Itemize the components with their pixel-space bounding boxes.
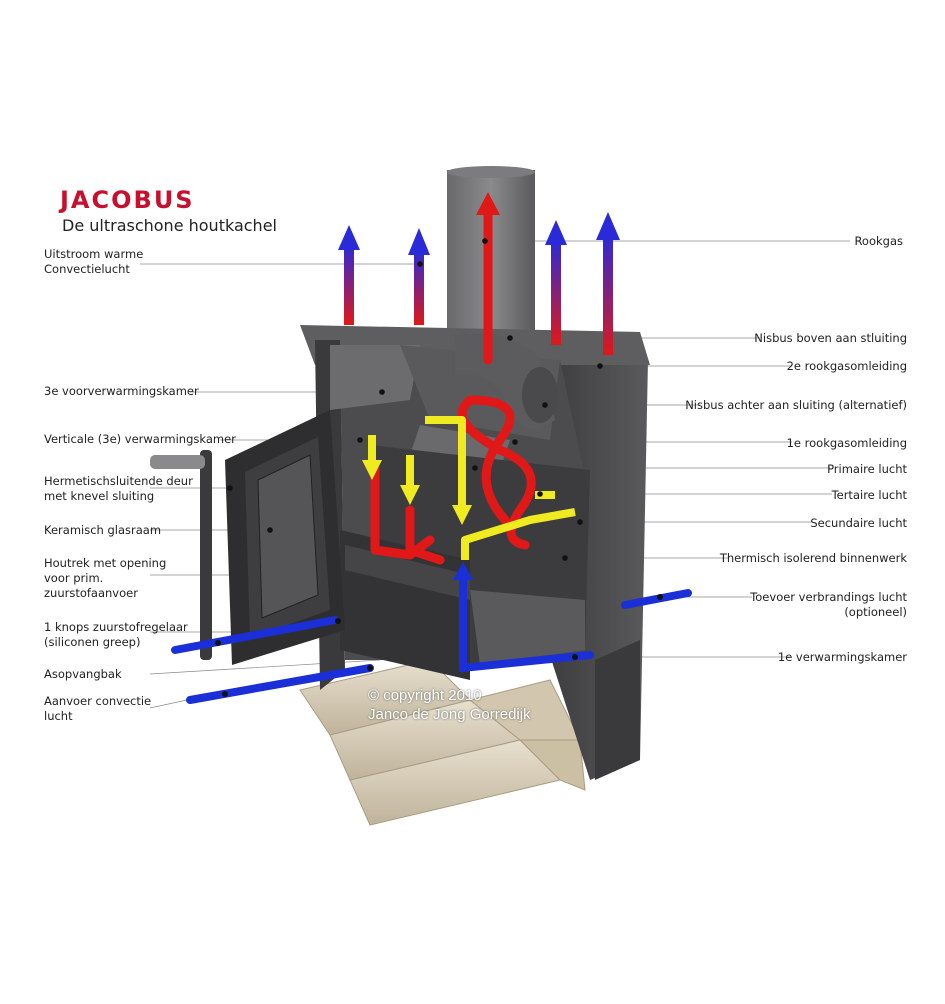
label-line: Verticale (3e) verwarmingskamer [44,432,236,446]
label-line: 1 knops zuurstofregelaar [44,620,188,634]
label-line: voor prim. [44,571,104,585]
label-verticale: Verticale (3e) verwarmingskamer [44,432,236,447]
brand-header: JACOBUS [60,186,195,214]
copyright-notice: © copyright 2010 Janco de Jong Gorredijk [368,686,531,724]
cold-air-dots [215,594,663,697]
label-line: (siliconen greep) [44,635,141,649]
label-line: Asopvangbak [44,667,122,681]
label-line: Uitstroom warme [44,247,144,261]
label-line: 2e rookgasomleiding [786,359,907,373]
label-line: Nisbus achter aan sluiting (alternatief) [685,398,907,412]
label-line: Rookgas [854,234,903,248]
label-line: 3e voorverwarmingskamer [44,384,199,398]
label-secundaire: Secundaire lucht [810,516,907,531]
copyright-line1: © copyright 2010 [368,687,482,704]
label-line: Thermisch isolerend binnenwerk [719,551,907,565]
copyright-line2: Janco de Jong Gorredijk [368,706,531,723]
label-line: Secundaire lucht [810,516,907,530]
label-line: Nisbus boven aan stluiting [754,331,907,345]
label-line: zuurstofaanvoer [44,586,138,600]
cold-air-path [171,571,692,704]
label-line: Keramisch glasraam [44,523,162,537]
label-asopvangbak: Asopvangbak [44,667,122,682]
stove-door [150,410,345,665]
brand-logo: JACOBUS [60,186,195,214]
label-line: 1e verwarmingskamer [777,650,907,664]
label-glasraam: Keramisch glasraam [44,523,161,538]
label-line: Convectielucht [44,262,130,276]
label-primaire: Primaire lucht [827,462,907,477]
label-line: Toevoer verbrandings lucht [750,590,907,604]
label-omleiding2: 2e rookgasomleiding [787,359,907,374]
convection-arrows [338,212,620,355]
label-line: Houtrek met opening [44,556,167,570]
label-toevoer: Toevoer verbrandings lucht(optioneel) [750,590,907,620]
label-line: Primaire lucht [827,462,907,476]
label-line: (optioneel) [844,605,907,619]
label-line: met knevel sluiting [44,489,155,503]
label-nisbus-boven: Nisbus boven aan stluiting [754,331,907,346]
firewood [299,659,586,826]
label-tertaire: Tertaire lucht [832,488,907,503]
brand-subtitle: De ultraschone houtkachel [62,216,277,235]
label-knops: 1 knops zuurstofregelaar(siliconen greep… [44,620,188,650]
label-line: Tertaire lucht [831,488,907,502]
label-voorverwarmingskamer: 3e voorverwarmingskamer [44,384,199,399]
label-nisbus-achter: Nisbus achter aan sluiting (alternatief) [685,398,907,413]
leader-dots [227,238,603,561]
label-omleiding1: 1e rookgasomleiding [787,436,907,451]
label-verwarmingskamer1: 1e verwarmingskamer [778,650,907,665]
label-line: lucht [44,709,73,723]
label-rookgas: Rookgas [854,234,903,249]
label-line: 1e rookgasomleiding [786,436,907,450]
label-binnenwerk: Thermisch isolerend binnenwerk [720,551,907,566]
label-line: Aanvoer convectie [44,694,152,708]
label-line: Hermetischsluitende deur [44,474,193,488]
